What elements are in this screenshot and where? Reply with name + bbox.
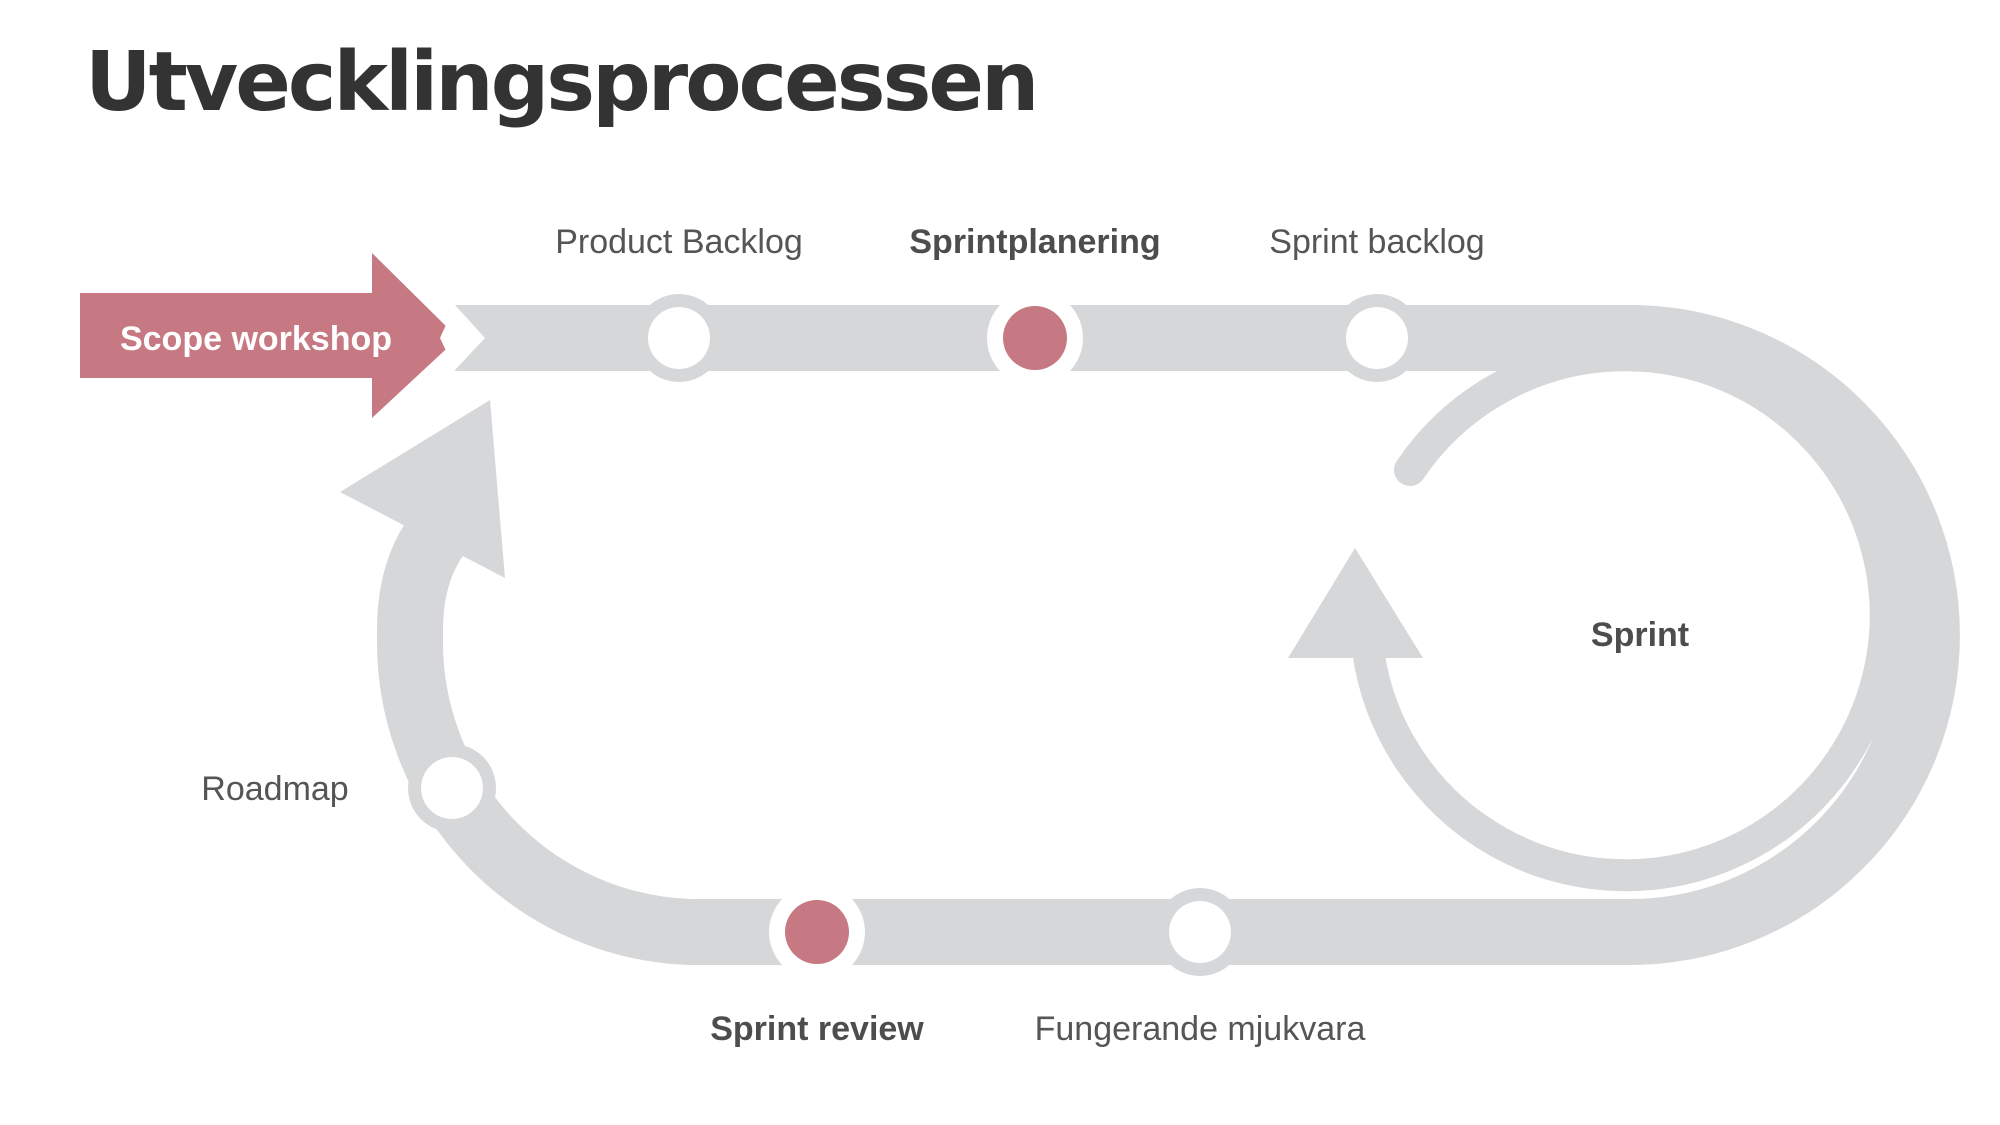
node-fungerande-mjukvara: Fungerande mjukvara: [1035, 888, 1366, 1048]
node-label: Fungerande mjukvara: [1035, 1010, 1366, 1048]
node-marker: [421, 757, 483, 819]
node-marker: [1169, 901, 1231, 963]
node-label: Sprintplanering: [909, 223, 1160, 261]
sprint-loop-arc: [1352, 339, 1902, 892]
node-roadmap: Roadmap: [201, 744, 496, 832]
node-label: Product Backlog: [555, 223, 803, 261]
node-sprint-review: Sprint review: [710, 884, 924, 1048]
sprint-loop-arrowhead: [1288, 548, 1423, 658]
node-marker: [785, 900, 849, 964]
node-product-backlog: Product Backlog: [555, 223, 803, 382]
node-marker: [648, 307, 710, 369]
node-label: Roadmap: [201, 770, 348, 808]
page-title: Utvecklingsprocessen: [85, 35, 1039, 130]
node-marker: [1003, 306, 1067, 370]
node-label: Sprint backlog: [1269, 223, 1484, 261]
node-sprint-backlog: Sprint backlog: [1269, 223, 1485, 382]
process-track: [376, 305, 1960, 965]
return-arrowhead: [340, 400, 505, 578]
node-label: Sprint review: [710, 1010, 924, 1048]
scope-workshop-label: Scope workshop: [120, 320, 392, 358]
node-sprintplanering: Sprintplanering: [909, 223, 1161, 386]
sprint-label: Sprint: [1591, 616, 1689, 654]
node-marker: [1346, 307, 1408, 369]
scope-workshop-arrow: Scope workshop: [80, 253, 485, 418]
